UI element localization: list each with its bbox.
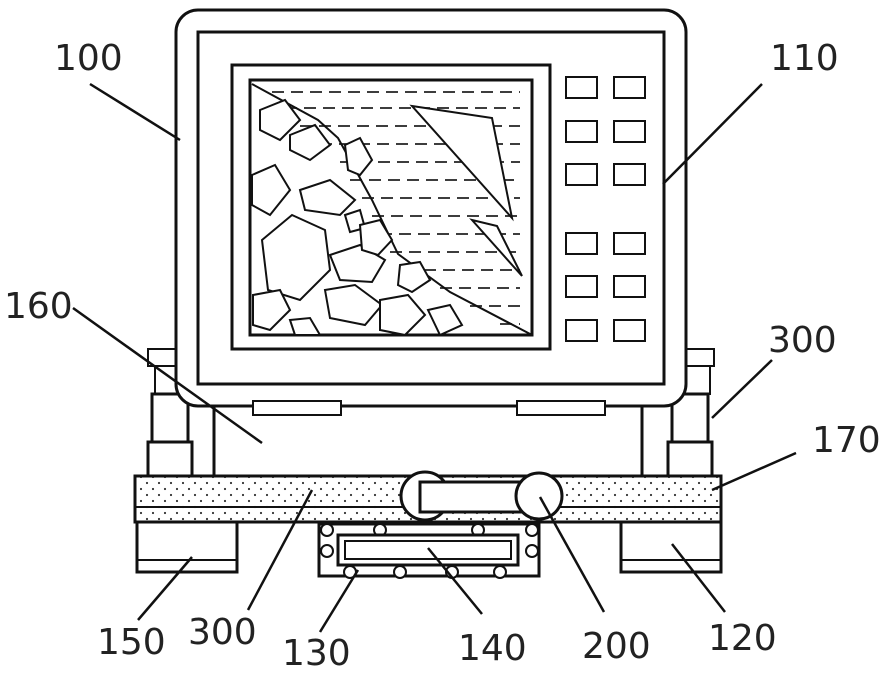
leader-lines bbox=[72, 82, 797, 633]
monitor-button bbox=[613, 319, 646, 342]
triangle-shape-upper bbox=[409, 104, 514, 222]
inner-tray bbox=[336, 533, 520, 567]
right-foot bbox=[619, 520, 723, 574]
rock-boundary bbox=[251, 83, 532, 335]
monitor-button bbox=[565, 163, 598, 186]
monitor-button bbox=[613, 120, 646, 143]
lower-box bbox=[317, 522, 541, 579]
label-200: 200 bbox=[582, 626, 651, 667]
label-140: 140 bbox=[458, 628, 527, 669]
label-130: 130 bbox=[282, 633, 351, 674]
rock-stones bbox=[251, 98, 464, 335]
monitor-button bbox=[565, 232, 598, 255]
monitor-button bbox=[565, 120, 598, 143]
label-300-right: 300 bbox=[768, 320, 837, 361]
monitor-button bbox=[613, 163, 646, 186]
monitor-slot-left bbox=[252, 400, 342, 416]
label-110: 110 bbox=[770, 38, 839, 79]
label-160: 160 bbox=[4, 286, 73, 327]
label-300-bottom: 300 bbox=[188, 612, 257, 653]
button-grid bbox=[565, 76, 646, 342]
monitor-button bbox=[565, 76, 598, 99]
monitor-slot-right bbox=[516, 400, 606, 416]
label-170: 170 bbox=[812, 420, 881, 461]
triangle-shape-lower bbox=[469, 218, 523, 277]
monitor-button bbox=[565, 275, 598, 298]
screen-image bbox=[251, 83, 532, 335]
monitor-button bbox=[613, 76, 646, 99]
monitor-button bbox=[613, 232, 646, 255]
roller-right bbox=[514, 471, 564, 521]
label-120: 120 bbox=[708, 618, 777, 659]
monitor-button bbox=[613, 275, 646, 298]
label-100: 100 bbox=[54, 38, 123, 79]
label-150: 150 bbox=[97, 622, 166, 663]
monitor-button bbox=[565, 319, 598, 342]
